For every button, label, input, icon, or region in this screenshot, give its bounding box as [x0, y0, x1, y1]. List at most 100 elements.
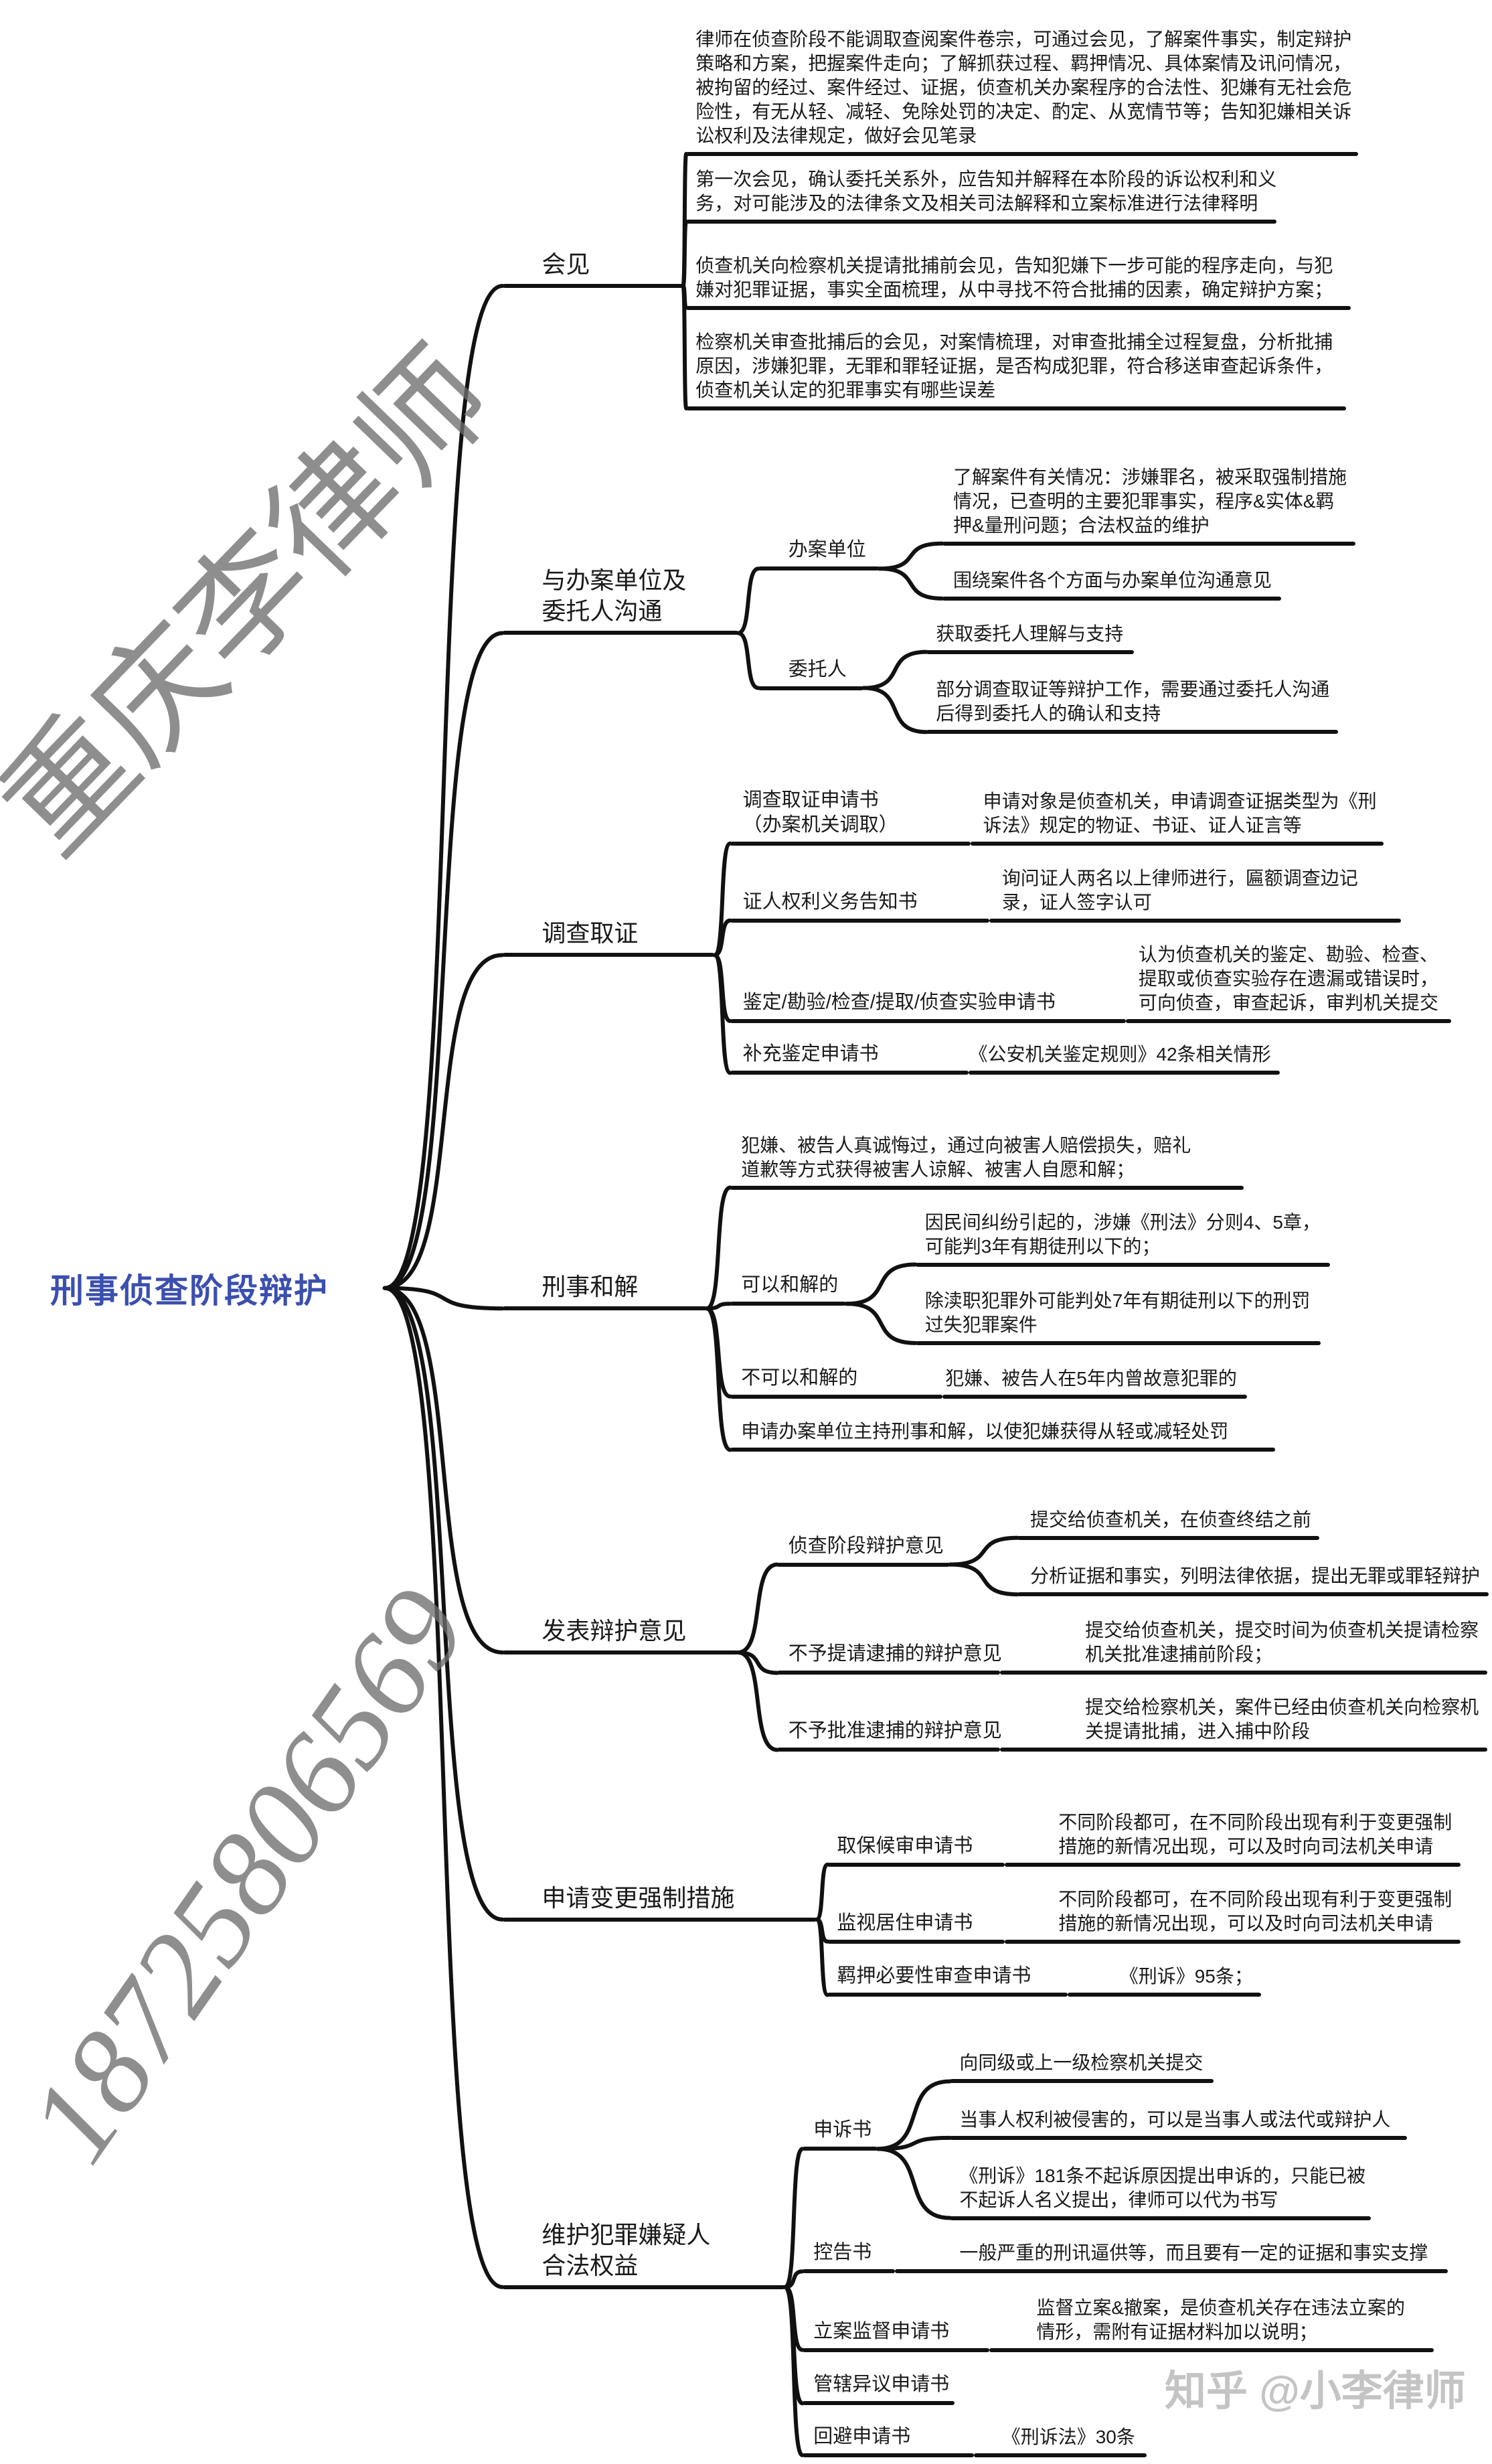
leaf-line [970, 841, 1384, 846]
leaf-node: 检察机关审查批捕后的会见，对案情梳理，对审查批捕全过程复盘，分析批捕原因，涉嫌犯… [695, 330, 1338, 402]
leaf-node-text: 围绕案件各个方面与办案单位沟通意见 [953, 569, 1272, 591]
leaf-node-text: 除渎职犯罪外可能判处7年有期徒刑以下的刑罚过失犯罪案件 [924, 1290, 1311, 1335]
sub-line [730, 1018, 1127, 1023]
leaf-line [969, 1071, 1280, 1075]
sub-line [730, 1302, 847, 1306]
leaf-node: 了解案件有关情况：涉嫌罪名，被采取强制措施情况，已查明的主要犯罪事实，程序&实体… [953, 465, 1352, 538]
sub-node: 不可以和解的 [741, 1366, 857, 1391]
connector-line [876, 2079, 952, 2151]
leaf-line [1068, 1993, 1261, 1997]
connector-line [877, 566, 944, 601]
branch-node: 发表辩护意见 [542, 1616, 693, 1646]
branch-node: 调查取证 [542, 918, 643, 949]
sub-node-text: 侦查阶段辩护意见 [788, 1535, 944, 1557]
sub-node: 不予提请逮捕的辩护意见 [789, 1642, 1002, 1667]
sub-node-text: 补充鉴定申请书 [742, 1043, 879, 1065]
leaf-node: 认为侦查机关的鉴定、勘验、检查、提取或侦查实验存在遗漏或错误时，可向侦查，审查起… [1139, 943, 1444, 1015]
connector-line [382, 631, 505, 1290]
leaf-node: 监督立案&撤案，是侦查机关存在违法立案的情形，需附有证据材料加以说明； [1036, 2296, 1416, 2344]
leaf-node: 获取委托人理解与支持 [936, 622, 1123, 646]
branch-node-text: 维护犯罪嫌疑人合法权益 [542, 2220, 711, 2279]
leaf-line [1126, 1018, 1451, 1023]
leaf-line [686, 219, 1277, 224]
sub-node-text: 取保候审申请书 [837, 1835, 973, 1857]
leaf-line [730, 1448, 1275, 1452]
sub-line [777, 1671, 1001, 1675]
leaf-node: 提交给侦查机关，提交时间为侦查机关提请检察机关批准逮捕前阶段； [1085, 1618, 1484, 1667]
connector-line [704, 1185, 732, 1311]
sub-node-text: 控告书 [813, 2242, 872, 2264]
leaf-node: 当事人权利被侵害的，可以是当事人或法代或辩护人 [959, 2108, 1390, 2132]
leaf-node: 申请办案单位主持刑事和解，以使犯嫌获得从轻或减轻处罚 [741, 1419, 1228, 1444]
sub-node: 立案监督申请书 [813, 2319, 949, 2344]
leaf-node: 《公安机关鉴定规则》42条相关情形 [969, 1043, 1270, 1067]
leaf-node: 向同级或上一级检察机关提交 [959, 2051, 1203, 2075]
connector-line [736, 1562, 780, 1654]
connector-line [814, 1862, 830, 1922]
branch-node-text: 发表辩护意见 [542, 1616, 687, 1644]
leaf-line [926, 730, 1338, 735]
leaf-line [686, 151, 1359, 156]
sub-node-text: 回避申请书 [813, 2425, 911, 2447]
connector-line [948, 1535, 1020, 1567]
leaf-line [1005, 1862, 1461, 1867]
leaf-node: 《刑诉》95条； [1120, 1965, 1253, 1989]
branch-node-text: 刑事和解 [542, 1273, 639, 1301]
leaf-node-text: 律师在侦查阶段不能调取查阅案件卷宗，可通过会见，了解案件事实，制定辩护策略和方案… [695, 28, 1352, 146]
branch-line [502, 1306, 707, 1311]
sub-node: 办案单位 [789, 538, 866, 562]
sub-line [802, 2347, 989, 2352]
leaf-node: 围绕案件各个方面与办案单位沟通意见 [953, 568, 1272, 593]
leaf-node-text: 了解案件有关情况：涉嫌罪名，被采取强制措施情况，已查明的主要犯罪事实，程序&实体… [953, 466, 1347, 536]
leaf-line [950, 2079, 1214, 2084]
connector-line [382, 1286, 505, 1922]
leaf-node: 分析证据和事实，列明法律依据，提出无罪或罪轻辩护 [1030, 1564, 1480, 1588]
sub-node: 不予批准逮捕的辩护意见 [789, 1719, 1002, 1744]
sub-node-text: 监视居住申请书 [837, 1912, 973, 1934]
leaf-node-text: 不同阶段都可，在不同阶段出现有利于变更强制措施的新情况出现，可以及时向司法机关申… [1058, 1811, 1453, 1857]
sub-node-text: 委托人 [788, 658, 847, 680]
leaf-node-text: 申请办案单位主持刑事和解，以使犯嫌获得从轻或减轻处罚 [741, 1421, 1229, 1442]
leaf-line [895, 2269, 1448, 2274]
sub-node: 回避申请书 [813, 2424, 910, 2449]
leaf-node: 律师在侦查阶段不能调取查阅案件卷宗，可通过会见，了解案件事实，制定辩护策略和方案… [695, 27, 1357, 148]
leaf-node: 犯嫌、被告人真诚悔过，通过向被害人赔偿损失，赔礼道歉等方式获得被害人谅解、被害人… [741, 1134, 1200, 1182]
leaf-node-text: 部分调查取证等辩护工作，需要通过委托人沟通后得到委托人的确认和支持 [936, 679, 1330, 724]
sub-node: 管辖异议申请书 [813, 2372, 949, 2397]
leaf-node: 部分调查取证等辩护工作，需要通过委托人沟通后得到委托人的确认和支持 [936, 678, 1335, 726]
connector-line [783, 2147, 805, 2289]
sub-line [777, 1748, 1001, 1752]
leaf-line [915, 1262, 1331, 1267]
sub-line [802, 2453, 974, 2457]
leaf-node-text: 犯嫌、被告人在5年内曾故意犯罪的 [945, 1367, 1237, 1389]
branch-line [502, 1917, 817, 1922]
leaf-node-text: 侦查机关向检察机关提请批捕前会见，告知犯嫌下一步可能的程序走向，与犯嫌对犯罪证据… [695, 254, 1333, 300]
branch-node: 与办案单位及委托人沟通 [542, 565, 693, 627]
branch-node: 会见 [542, 249, 618, 280]
connector-line [382, 1286, 505, 1311]
connector-line [861, 649, 929, 690]
leaf-node: 《刑诉》181条不起诉原因提出申诉的，只能已被不起诉人名义提出，律师可以代为书写 [959, 2164, 1367, 2212]
sub-line [802, 2269, 896, 2274]
connector-line [877, 541, 944, 571]
leaf-node: 侦查机关向检察机关提请批捕前会见，告知犯嫌下一步可能的程序走向，与犯嫌对犯罪证据… [695, 254, 1338, 302]
sub-node: 鉴定/勘验/检查/提取/侦查实验申请书 [743, 990, 1056, 1015]
sub-node-text: 办案单位 [788, 539, 866, 561]
leaf-node: 提交给检察机关，案件已经由侦查机关向检察机关提请批捕，进入捕中阶段 [1085, 1695, 1484, 1744]
branch-line [502, 953, 715, 957]
leaf-line [989, 918, 1401, 923]
leaf-line [1017, 1535, 1319, 1540]
sub-node-text: 不予提请逮捕的辩护意见 [788, 1643, 1002, 1665]
branch-line [502, 631, 738, 635]
leaf-node: 犯嫌、被告人在5年内曾故意犯罪的 [945, 1367, 1237, 1391]
sub-node-text: 可以和解的 [741, 1274, 839, 1296]
sub-node-text: 不予批准逮捕的辩护意见 [788, 1720, 1002, 1742]
sub-node-text: 调查取证申请书 [742, 789, 879, 811]
sub-node: 控告书 [813, 2240, 872, 2265]
branch-node: 维护犯罪嫌疑人合法权益 [542, 2220, 718, 2281]
branch-node-text: 申请变更强制措施 [542, 1883, 735, 1912]
leaf-node: 不同阶段都可，在不同阶段出现有利于变更强制措施的新情况出现，可以及时向司法机关申… [1058, 1888, 1457, 1936]
leaf-line [730, 1185, 1244, 1190]
sub-line [802, 2401, 955, 2406]
